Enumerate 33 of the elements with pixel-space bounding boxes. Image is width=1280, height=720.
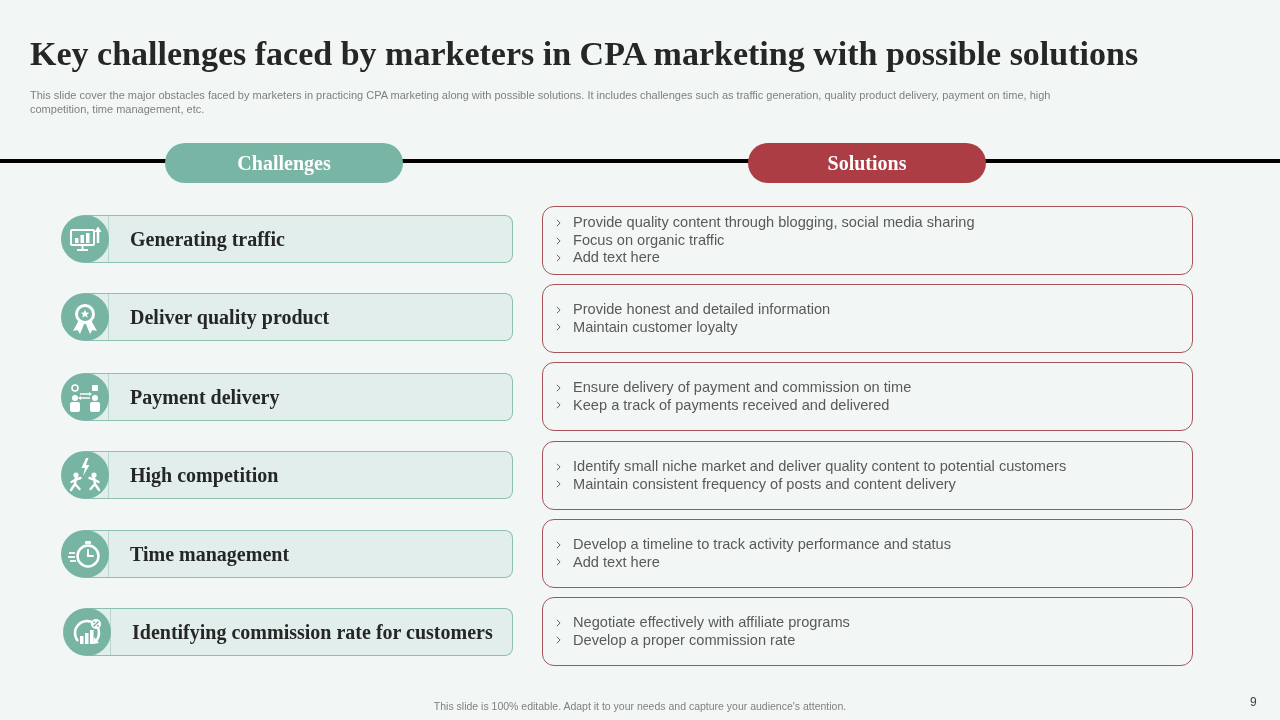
heading-pill [165,143,403,183]
solution-text: Develop a timeline to track activity performance and status [573,536,951,554]
solution-text: Develop a proper commission rate [573,631,796,649]
challenge-title: Deliver quality product [130,304,331,330]
challenge-title: Time management [130,541,291,567]
solution-text: Provide quality content through blogging, social media sharing [573,214,975,232]
solution-box [542,519,1193,588]
solution-text: Keep a track of payments received and delivered [573,396,890,414]
challenge-title: Payment delivery [130,384,281,410]
solution-text: Identify small niche market and deliver quality content to potential customers [573,458,1067,476]
challenge-title: Generating traffic [130,226,286,252]
solution-text: Provide honest and detailed information [573,301,831,319]
footer-note: This slide is 100% editable. Adapt it to your needs and capture your audience's attention. [432,700,848,713]
solution-text: Maintain customer loyalty [573,318,738,336]
column-heading: Challenges [237,150,331,176]
solution-text: Ensure delivery of payment and commission on time [573,379,912,397]
solution-box [542,441,1193,510]
page-number: 9 [1250,695,1257,709]
slide-description: This slide cover the major obstacles faced by marketers in practicing CPA marketing along with possible solutions. It includes challenges such as traffic generation, quality product delivery, payment on time, high competition, time management, etc. [30,88,1052,116]
solution-box [542,362,1193,431]
solution-box [542,597,1193,666]
challenge-title: Identifying commission rate for customers [132,619,494,645]
column-heading: Solutions [827,150,907,176]
solution-box [542,206,1193,275]
challenge-title: High competition [130,462,280,488]
solution-text: Add text here [573,249,660,267]
solution-text: Negotiate effectively with affiliate programs [573,614,850,632]
solution-text: Focus on organic traffic [573,231,725,250]
slide-title: Key challenges faced by marketers in CPA marketing with possible solutions [30,34,1139,74]
heading-pill [748,143,986,183]
solution-box [542,284,1193,353]
solution-text: Add text here [573,553,660,571]
solution-text: Maintain consistent frequency of posts and content delivery [573,475,956,493]
